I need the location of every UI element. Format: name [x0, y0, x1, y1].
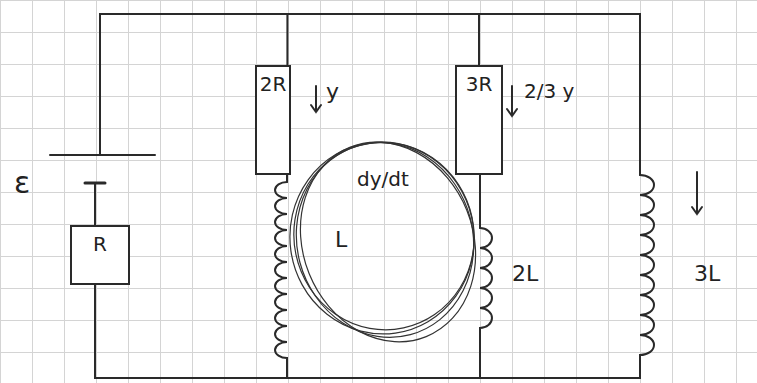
- wire: [286, 175, 288, 182]
- wire: [94, 183, 96, 225]
- circuit-label: ε: [12, 166, 32, 199]
- circuit-label: dy/dt: [355, 168, 411, 190]
- resistor-label: R: [93, 233, 107, 255]
- current-arrow: [692, 172, 702, 214]
- current-arrow: [311, 86, 321, 112]
- inductor-symbol: [480, 228, 492, 378]
- circuit-label: L: [333, 228, 349, 252]
- resistor-box: 3R: [455, 65, 503, 175]
- resistor-box: R: [70, 225, 130, 285]
- resistor-box: 2R: [255, 65, 291, 175]
- wire-connector: [287, 14, 479, 65]
- circuit-label: 2L: [510, 262, 540, 286]
- circuit-label: 2/3 y: [522, 80, 576, 102]
- wire: [479, 175, 481, 228]
- wire: [95, 285, 640, 378]
- wire: [100, 14, 640, 175]
- resistor-label: 3R: [466, 73, 493, 95]
- resistor-label: 2R: [260, 73, 287, 95]
- circuit-label: y: [324, 80, 341, 104]
- circuit-label: 3L: [692, 262, 722, 286]
- inductor-symbol: [275, 182, 287, 378]
- current-arrow: [507, 86, 517, 116]
- battery-plate: [50, 154, 155, 156]
- inductor-symbol: [640, 175, 654, 372]
